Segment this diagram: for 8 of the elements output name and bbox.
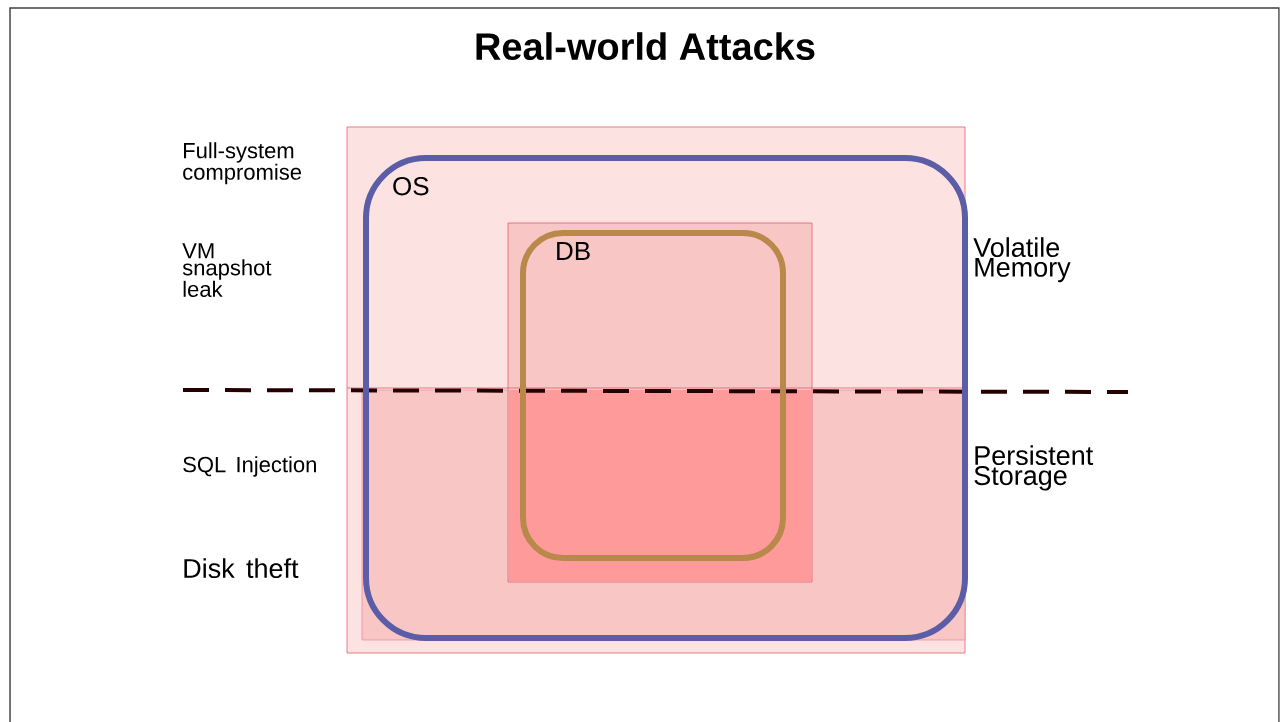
region-label: SQL Injection — [183, 456, 316, 477]
region-label: Persistent Storage — [974, 445, 1094, 491]
region-label: Disk theft — [184, 558, 299, 578]
region-label: Volatile Memory — [973, 237, 1071, 283]
region-label: Full-system compromise — [183, 142, 302, 185]
db-boundary: DB — [520, 230, 786, 561]
region-label: VM snapshot leak — [182, 243, 272, 297]
title: Real-world Attacks — [476, 32, 815, 61]
